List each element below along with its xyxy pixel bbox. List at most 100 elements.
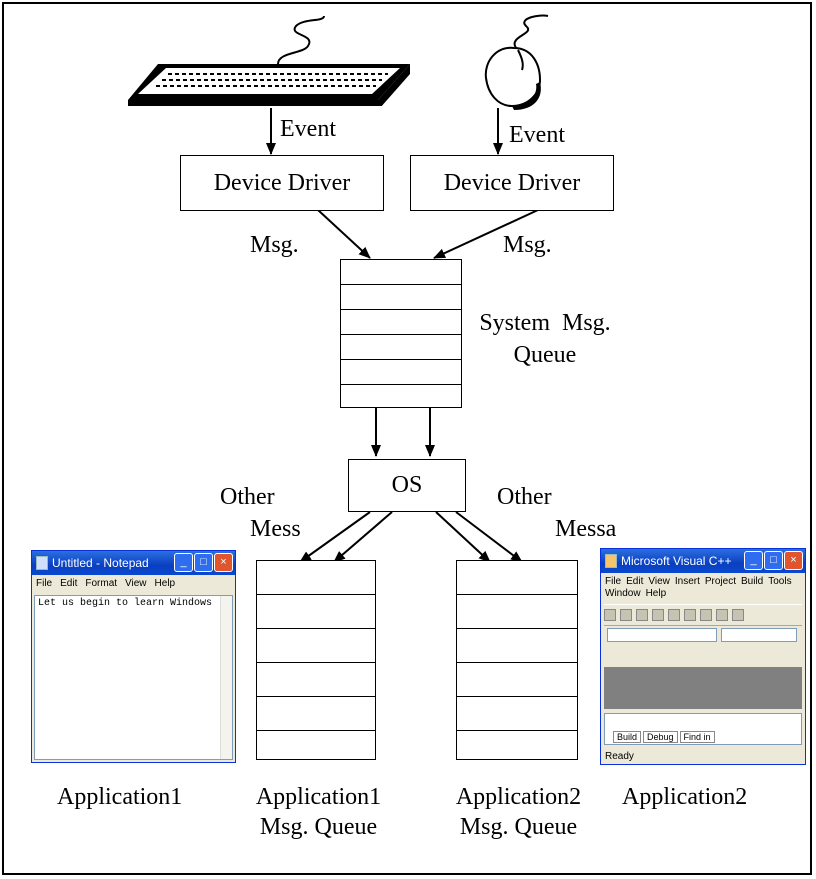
queue-slot	[257, 595, 375, 629]
tab-find-in[interactable]: Find in	[679, 731, 715, 743]
cut-icon[interactable]	[668, 609, 680, 621]
device-driver-left-label: Device Driver	[213, 169, 351, 196]
queue-slot	[457, 697, 577, 731]
menu-help[interactable]: Help	[154, 578, 176, 589]
vcpp-icon	[605, 554, 617, 568]
app2-queue-label-line1: Application2	[455, 784, 582, 810]
other-mess-label-left: Other Mess	[220, 484, 301, 542]
open-folder-icon[interactable]	[620, 609, 632, 621]
queue-slot	[341, 260, 461, 285]
notepad-window: Untitled - Notepad _ □ × File Edit Forma…	[31, 550, 236, 763]
menu-edit[interactable]: Edit	[626, 576, 644, 587]
other-mess-label-right: Other Messa	[497, 484, 616, 542]
queue-slot	[257, 663, 375, 697]
queue-slot	[341, 285, 461, 310]
other-right-line2: Messa	[555, 516, 617, 542]
menu-tools[interactable]: Tools	[768, 576, 792, 587]
mouse-icon	[484, 14, 549, 110]
menu-project[interactable]: Project	[704, 576, 736, 587]
keyboard-icon	[128, 16, 410, 106]
menu-view[interactable]: View	[648, 576, 670, 587]
vcpp-combo-right[interactable]	[721, 628, 797, 642]
queue-slot	[341, 385, 461, 407]
vcpp-title: Microsoft Visual C++	[621, 554, 732, 568]
menu-view[interactable]: View	[125, 578, 147, 589]
vcpp-menubar-row2: Window Help	[601, 587, 805, 602]
device-driver-right: Device Driver	[410, 155, 614, 211]
queue-slot	[257, 561, 375, 595]
queue-slot	[257, 697, 375, 731]
minimize-button[interactable]: _	[744, 551, 763, 570]
notepad-titlebar[interactable]: Untitled - Notepad _ □ ×	[32, 551, 235, 575]
app2-queue-label: Application2 Msg. Queue	[446, 784, 591, 840]
maximize-button[interactable]: □	[764, 551, 783, 570]
vcpp-menubar-row1: File Edit View Insert Project Build Tool…	[601, 573, 805, 587]
minimize-button[interactable]: _	[174, 553, 193, 572]
queue-slot	[341, 310, 461, 335]
event-label-left: Event	[280, 116, 336, 142]
app2-msg-queue	[456, 560, 578, 760]
menu-file[interactable]: File	[36, 578, 53, 589]
app1-msg-queue	[256, 560, 376, 760]
queue-slot	[341, 360, 461, 385]
maximize-button[interactable]: □	[194, 553, 213, 572]
notepad-icon	[36, 556, 48, 570]
vcpp-output-tabs: Build Debug Find in	[613, 731, 715, 743]
tab-build[interactable]: Build	[613, 731, 642, 743]
paste-icon[interactable]	[700, 609, 712, 621]
device-driver-left: Device Driver	[180, 155, 384, 211]
save-icon[interactable]	[636, 609, 648, 621]
new-file-icon[interactable]	[604, 609, 616, 621]
vcpp-workspace	[604, 667, 802, 709]
app1-label: Application1	[57, 784, 183, 810]
close-button[interactable]: ×	[784, 551, 803, 570]
notepad-text-area[interactable]: Let us begin to learn Windows	[34, 595, 233, 760]
system-queue-label-line2: Queue	[513, 342, 577, 368]
app1-queue-label: Application1 Msg. Queue	[246, 784, 391, 840]
undo-icon[interactable]	[716, 609, 728, 621]
other-right-line1: Other	[497, 484, 552, 510]
close-button[interactable]: ×	[214, 553, 233, 572]
notepad-text: Let us begin to learn Windows	[38, 598, 213, 609]
msg-label-left: Msg.	[250, 232, 299, 258]
tab-debug[interactable]: Debug	[643, 731, 678, 743]
menu-build[interactable]: Build	[741, 576, 764, 587]
msg-label-right: Msg.	[503, 232, 552, 258]
vcpp-toolbar	[604, 604, 802, 626]
notepad-scrollbar[interactable]	[220, 596, 232, 759]
queue-slot	[341, 335, 461, 360]
redo-icon[interactable]	[732, 609, 744, 621]
save-all-icon[interactable]	[652, 609, 664, 621]
system-queue-label: System Msg. Queue	[470, 310, 620, 368]
menu-insert[interactable]: Insert	[674, 576, 700, 587]
menu-window[interactable]: Window	[605, 588, 641, 599]
app2-queue-label-line2: Msg. Queue	[459, 814, 578, 840]
os-box: OS	[348, 459, 466, 512]
vcpp-status: Ready	[605, 751, 634, 762]
queue-slot	[457, 595, 577, 629]
app1-queue-label-line2: Msg. Queue	[259, 814, 378, 840]
vcpp-combo-row	[607, 628, 799, 642]
other-left-line2: Mess	[250, 516, 301, 542]
system-queue-label-line1: System Msg.	[479, 310, 611, 336]
menu-edit[interactable]: Edit	[60, 578, 78, 589]
system-msg-queue	[340, 259, 462, 408]
copy-icon[interactable]	[684, 609, 696, 621]
queue-slot	[457, 731, 577, 758]
vcpp-window: Microsoft Visual C++ _ □ × File Edit Vie…	[600, 548, 806, 765]
vcpp-combo-left[interactable]	[607, 628, 717, 642]
os-label: OS	[391, 472, 423, 498]
app2-label: Application2	[622, 784, 748, 810]
device-driver-right-label: Device Driver	[443, 169, 581, 196]
queue-slot	[257, 629, 375, 663]
vcpp-titlebar[interactable]: Microsoft Visual C++ _ □ ×	[601, 549, 805, 573]
menu-file[interactable]: File	[605, 576, 622, 587]
menu-format[interactable]: Format	[85, 578, 118, 589]
app1-queue-label-line1: Application1	[255, 784, 382, 810]
menu-help[interactable]: Help	[645, 588, 667, 599]
queue-slot	[257, 731, 375, 758]
other-left-line1: Other	[220, 484, 275, 510]
queue-slot	[457, 561, 577, 595]
